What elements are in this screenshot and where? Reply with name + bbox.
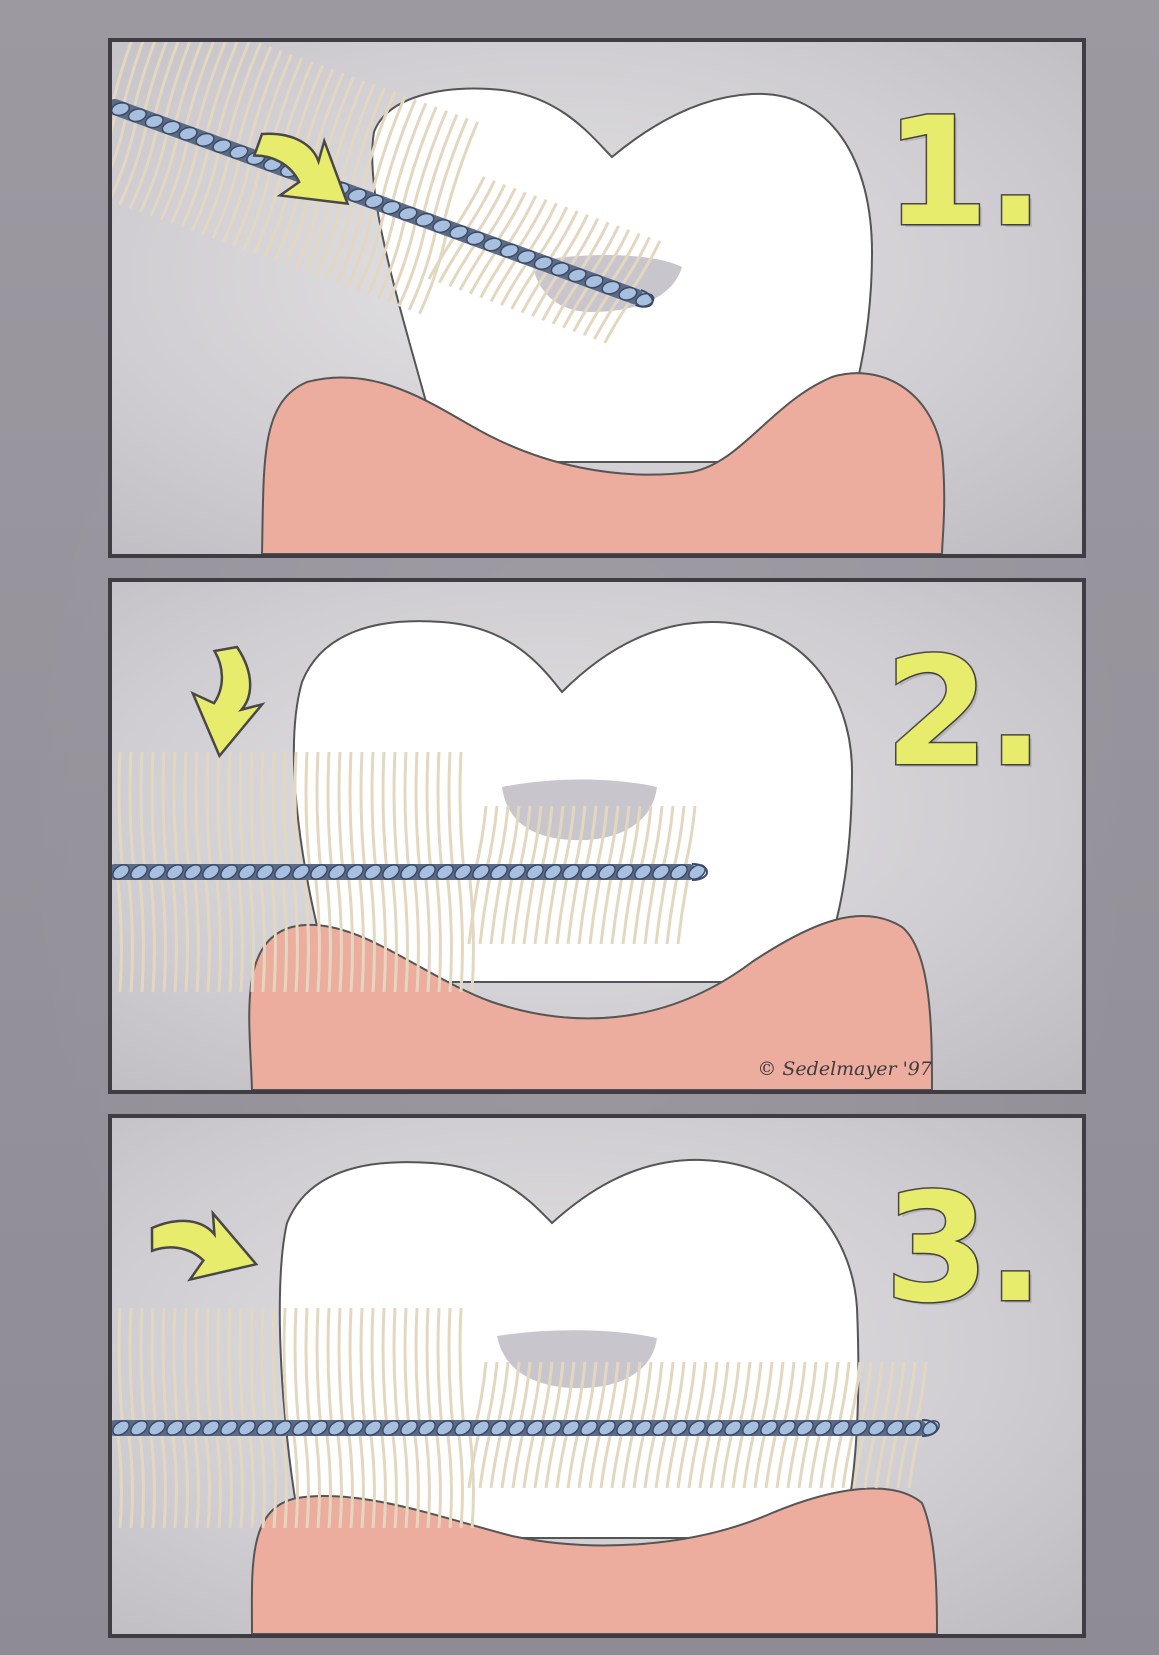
twisted-wire [112, 1418, 942, 1438]
arrow [142, 1199, 266, 1295]
panel-step-2: 2. © Sedelmayer '97 [108, 578, 1086, 1094]
panel-step-3: 3. [108, 1114, 1086, 1638]
step-number: 2. [885, 638, 1042, 788]
step-number: 1. [885, 98, 1042, 248]
artist-signature: © Sedelmayer '97 [757, 1058, 932, 1080]
step-number: 3. [885, 1174, 1042, 1324]
panel-step-1: 1. [108, 38, 1086, 558]
arrow [188, 644, 267, 760]
twisted-wire [112, 862, 708, 882]
